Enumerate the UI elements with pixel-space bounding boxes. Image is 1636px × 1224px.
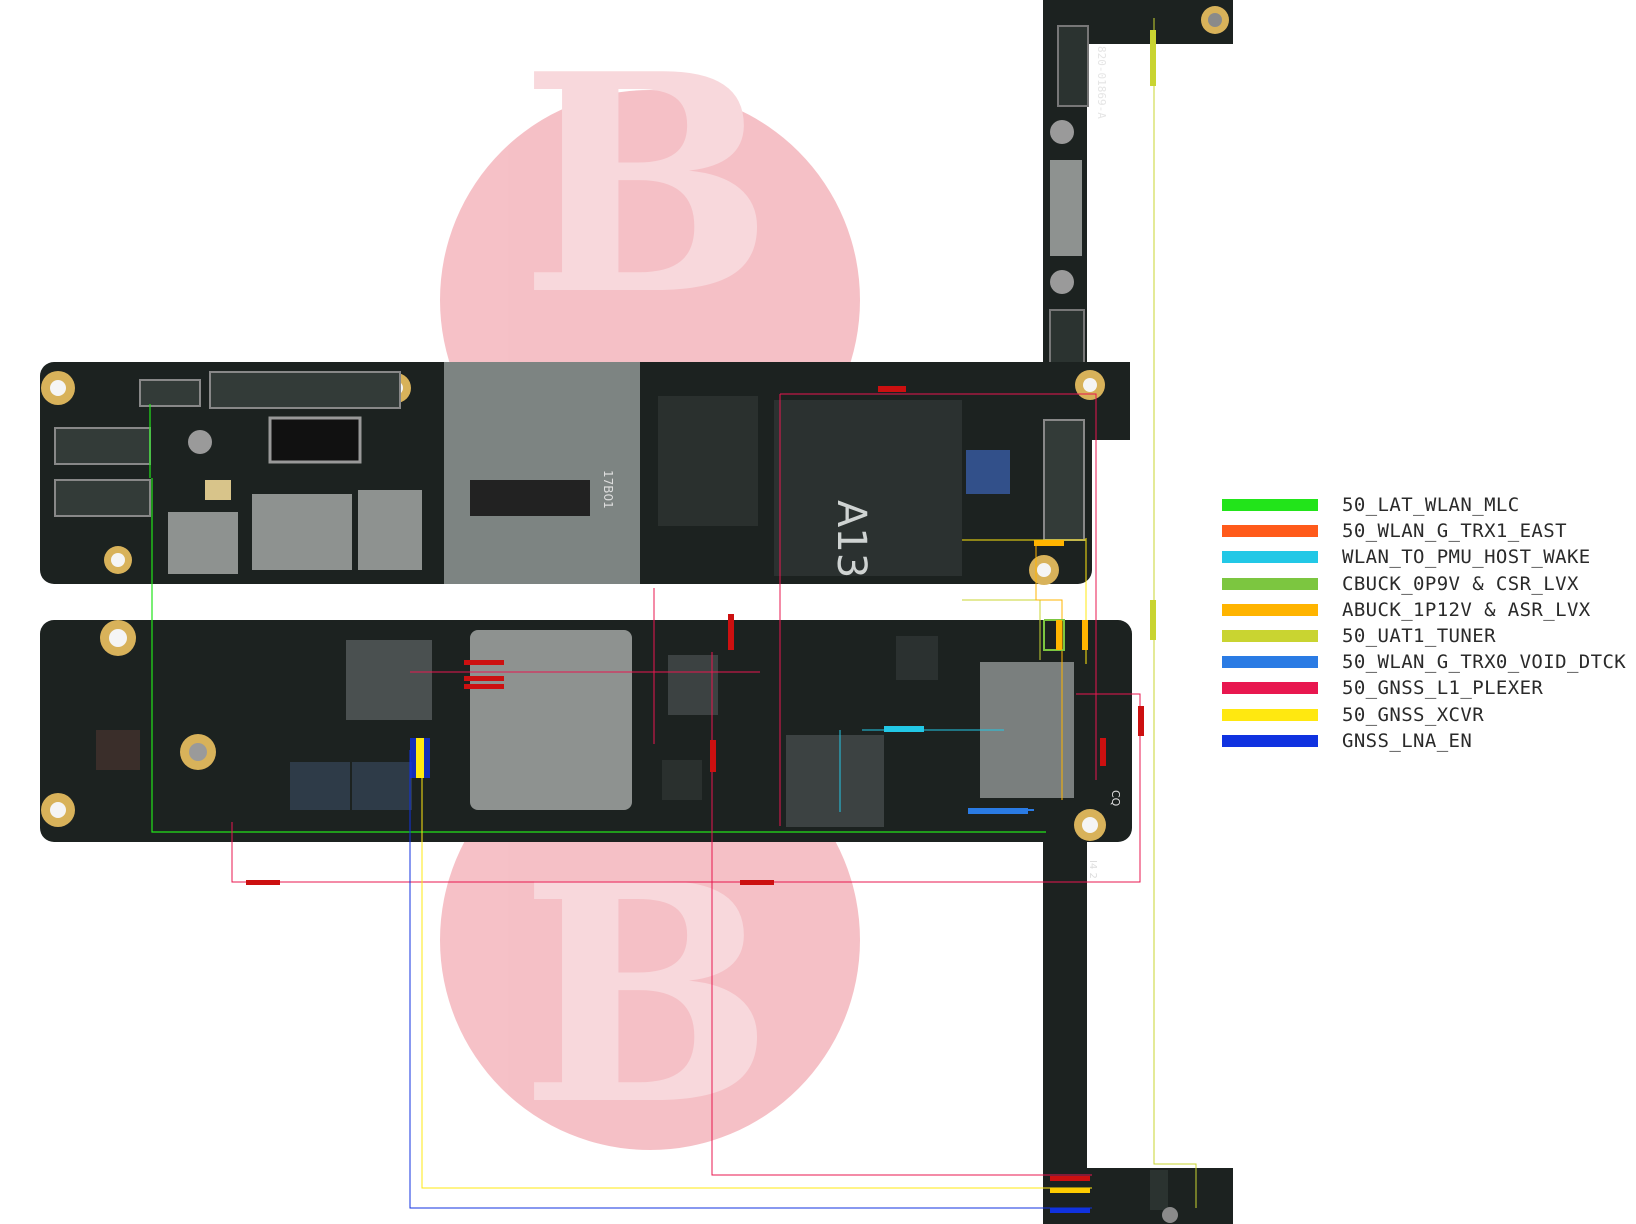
legend-swatch: [1222, 656, 1318, 669]
legend-swatch: [1222, 734, 1318, 747]
net-tags: [246, 30, 1156, 1213]
svg-text:B: B: [520, 818, 774, 1171]
legend-swatch: [1222, 577, 1318, 590]
svg-text:I4 2: I4 2: [1087, 860, 1098, 879]
legend-label: 50_GNSS_L1_PLEXER: [1342, 677, 1544, 700]
legend-item: 50_GNSS_L1_PLEXER: [1222, 675, 1622, 701]
svg-text:CQ: CQ: [1109, 790, 1122, 807]
watermark-logo: B B: [440, 8, 860, 1171]
legend-item: 50_LAT_WLAN_MLC: [1222, 492, 1622, 518]
svg-text:B: B: [520, 8, 774, 361]
legend-swatch: [1222, 499, 1318, 512]
board-part-number: 820-01869-A: [1095, 46, 1108, 119]
legend-swatch: [1222, 551, 1318, 564]
legend-item: 50_WLAN_G_TRX1_EAST: [1222, 518, 1622, 544]
legend-label: GNSS_LNA_EN: [1342, 729, 1473, 752]
pcb-board-upper: A13 17B01: [40, 362, 1130, 585]
legend-label: 50_UAT1_TUNER: [1342, 625, 1496, 648]
legend-item: 50_GNSS_XCVR: [1222, 702, 1622, 728]
legend-swatch: [1222, 708, 1318, 721]
pcb-strip-bottom: [1043, 840, 1233, 1224]
pcb-board-lower: CQ I4 2: [40, 620, 1132, 879]
legend-label: WLAN_TO_PMU_HOST_WAKE: [1342, 546, 1591, 569]
trace-gnss-l1-plexer: [231, 393, 1141, 1176]
legend-label: 50_LAT_WLAN_MLC: [1342, 494, 1520, 517]
legend-label: 50_WLAN_G_TRX1_EAST: [1342, 520, 1567, 543]
legend-label: 50_WLAN_G_TRX0_VOID_DTCK: [1342, 651, 1627, 674]
pcb-strip-top: [1043, 0, 1233, 381]
legend-label: CBUCK_0P9V & CSR_LVX: [1342, 572, 1579, 595]
legend: 50_LAT_WLAN_MLC 50_WLAN_G_TRX1_EAST WLAN…: [1222, 492, 1626, 754]
legend-swatch: [1222, 682, 1318, 695]
legend-swatch: [1222, 525, 1318, 538]
legend-item: 50_WLAN_G_TRX0_VOID_DTCK: [1222, 649, 1626, 675]
legend-item: CBUCK_0P9V & CSR_LVX: [1222, 571, 1622, 597]
legend-label: 50_GNSS_XCVR: [1342, 703, 1485, 726]
trace-gnss-lna-en: [409, 750, 1092, 1209]
legend-label: ABUCK_1P12V & ASR_LVX: [1342, 598, 1591, 621]
legend-item: ABUCK_1P12V & ASR_LVX: [1222, 597, 1622, 623]
trace-lat-wlan-mlc: [149, 404, 1046, 833]
legend-swatch: [1222, 603, 1318, 616]
legend-item: 50_UAT1_TUNER: [1222, 623, 1622, 649]
legend-item: GNSS_LNA_EN: [1222, 728, 1622, 754]
svg-text:A13: A13: [828, 500, 874, 578]
legend-swatch: [1222, 630, 1318, 643]
svg-text:17B01: 17B01: [601, 470, 615, 509]
trace-abuck-1p12v: [1035, 542, 1063, 800]
legend-item: WLAN_TO_PMU_HOST_WAKE: [1222, 544, 1622, 570]
